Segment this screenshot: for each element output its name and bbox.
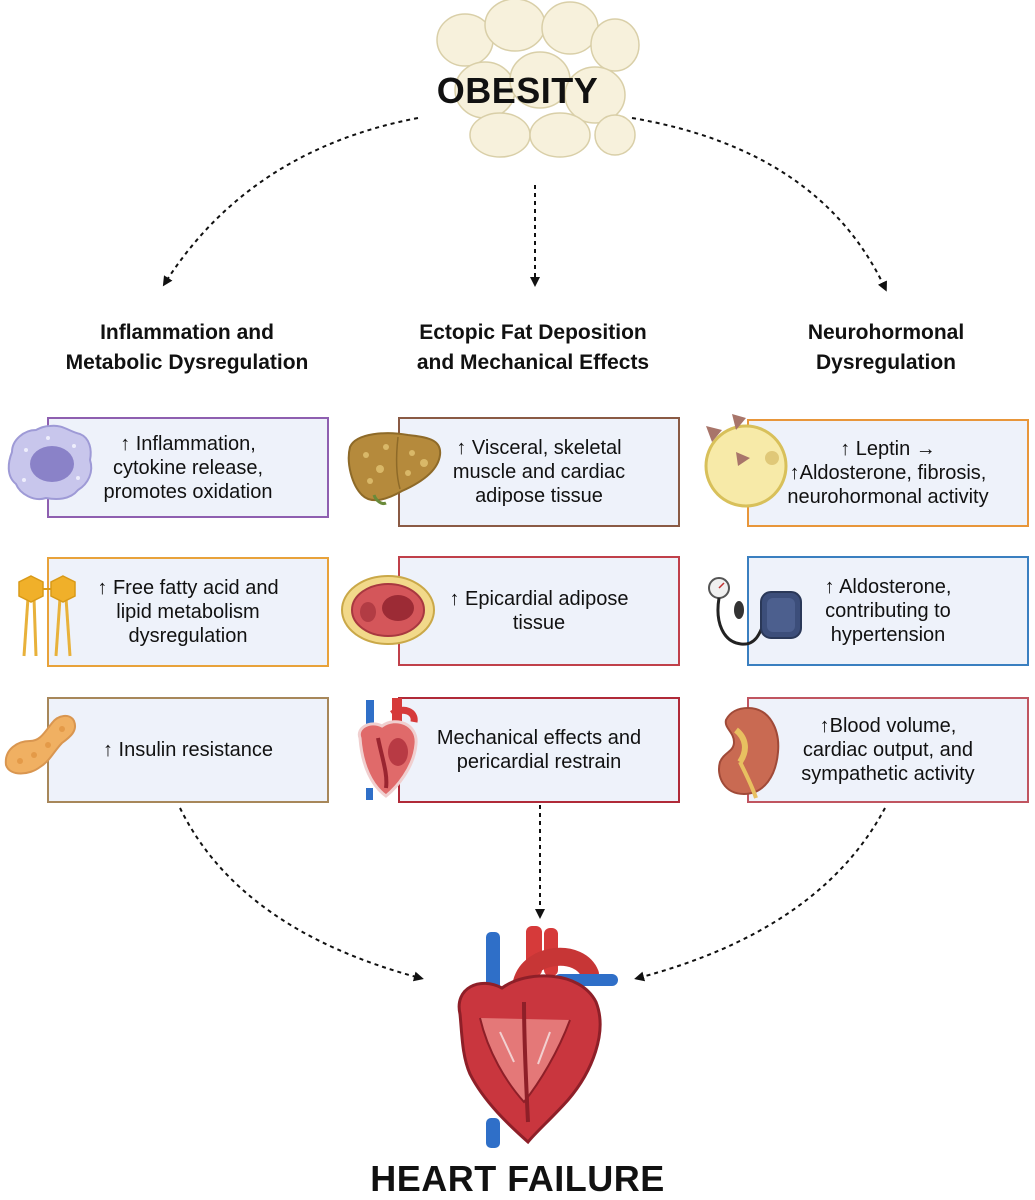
heading-line: Inflammation and (100, 321, 274, 344)
box-line: contributing to (825, 600, 951, 622)
heading-line: and Mechanical Effects (416, 351, 650, 374)
box-line: ↑Blood volume, (819, 715, 957, 737)
box-line: lipid metabolism (116, 601, 260, 623)
adipocyte-leptin-icon (704, 414, 788, 508)
box-line: cytokine release, (112, 456, 264, 479)
box-line: hypertension (830, 624, 946, 646)
arrow-obesity-to-neurohormonal (631, 117, 887, 292)
box-line: ↑ Leptin → (840, 438, 936, 460)
macrophage-icon (7, 424, 93, 500)
box-line: neurohormonal activity (787, 486, 989, 508)
box-line: ↑ Insulin resistance (102, 739, 274, 761)
kidney-icon (718, 706, 780, 799)
arrow-neurohormonal-to-heartfailure (634, 807, 886, 982)
box-line: dysregulation (128, 625, 248, 647)
heading-line: Ectopic Fat Deposition (419, 321, 647, 344)
heading-inflammation: Inflammation and Metabolic Dysregulation (22, 318, 352, 378)
box-line: sympathetic activity (801, 763, 975, 785)
obesity-title: OBESITY (436, 70, 599, 111)
heart-failure-icon (457, 926, 618, 1148)
pancreas-icon (4, 715, 76, 775)
box-line: ↑ Free fatty acid and (97, 577, 279, 599)
box-line: promotes oxidation (103, 480, 273, 503)
box-line: Mechanical effects and (436, 727, 642, 749)
box-leptin: ↑ Leptin →↑Aldosterone, fibrosis,neuroho… (747, 419, 1029, 527)
phospholipid-icon (18, 575, 76, 657)
adipose-cluster-icon (436, 0, 640, 158)
box-line: ↑Aldosterone, fibrosis, (789, 462, 987, 484)
box-line: ↑ Aldosterone, (824, 576, 952, 598)
blood-pressure-cuff-icon (708, 577, 802, 646)
box-line: cardiac output, and (802, 739, 974, 761)
box-line: ↑ Inflammation, (120, 432, 256, 455)
fatty-liver-icon (347, 432, 442, 505)
box-line: ↑ Visceral, skeletal (456, 437, 622, 459)
heart-interior-icon (357, 698, 418, 800)
heart-failure-title: HEART FAILURE (370, 1158, 665, 1199)
box-insulin-resistance: ↑ Insulin resistance (47, 697, 329, 803)
box-line: pericardial restrain (456, 751, 622, 773)
heading-line: Neurohormonal (807, 321, 965, 344)
box-line: muscle and cardiac (452, 461, 626, 483)
heading-line: Metabolic Dysregulation (65, 351, 309, 374)
box-line: adipose tissue (475, 485, 603, 507)
box-line: tissue (512, 612, 566, 634)
heading-line: Dysregulation (815, 351, 957, 374)
box-line: ↑ Epicardial adipose (449, 588, 629, 610)
heading-neurohormonal: Neurohormonal Dysregulation (721, 318, 1035, 378)
arrow-inflammation-to-heartfailure (179, 807, 424, 982)
heading-ectopic-fat: Ectopic Fat Deposition and Mechanical Ef… (368, 318, 698, 378)
arrow-obesity-to-inflammation (162, 117, 419, 287)
heart-cross-section-icon (341, 575, 435, 645)
